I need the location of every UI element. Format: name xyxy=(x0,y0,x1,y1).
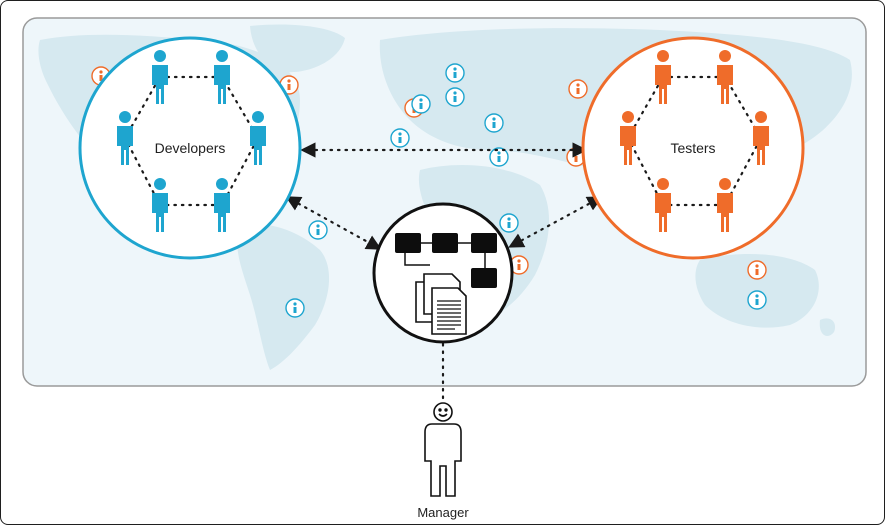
location-pin-icon xyxy=(285,298,305,318)
location-pin-icon xyxy=(390,128,410,148)
connector-developers-hub xyxy=(285,196,382,250)
manager-label: Manager xyxy=(417,505,469,520)
location-markers xyxy=(91,63,767,318)
documents-icon xyxy=(415,273,467,335)
location-pin-icon xyxy=(568,79,588,99)
testers-label: Testers xyxy=(670,140,716,156)
location-pin-icon xyxy=(499,213,519,233)
workflow-diagram-icon xyxy=(395,233,497,288)
connectors xyxy=(285,142,603,400)
developers-group xyxy=(78,36,302,260)
connector-testers-hub xyxy=(508,196,603,248)
location-pin-icon xyxy=(411,94,431,114)
person-body-icon xyxy=(424,423,462,497)
developers-label: Developers xyxy=(154,140,226,156)
location-pin-icon xyxy=(484,113,504,133)
location-pin-icon xyxy=(747,290,767,310)
location-pin-icon xyxy=(445,63,465,83)
location-pin-icon xyxy=(445,87,465,107)
hub-workflow xyxy=(372,202,514,344)
smiley-face-icon xyxy=(433,402,453,422)
manager-figure xyxy=(424,402,462,497)
location-pin-icon xyxy=(747,260,767,280)
location-pin-icon xyxy=(308,220,328,240)
testers-group xyxy=(581,36,805,260)
